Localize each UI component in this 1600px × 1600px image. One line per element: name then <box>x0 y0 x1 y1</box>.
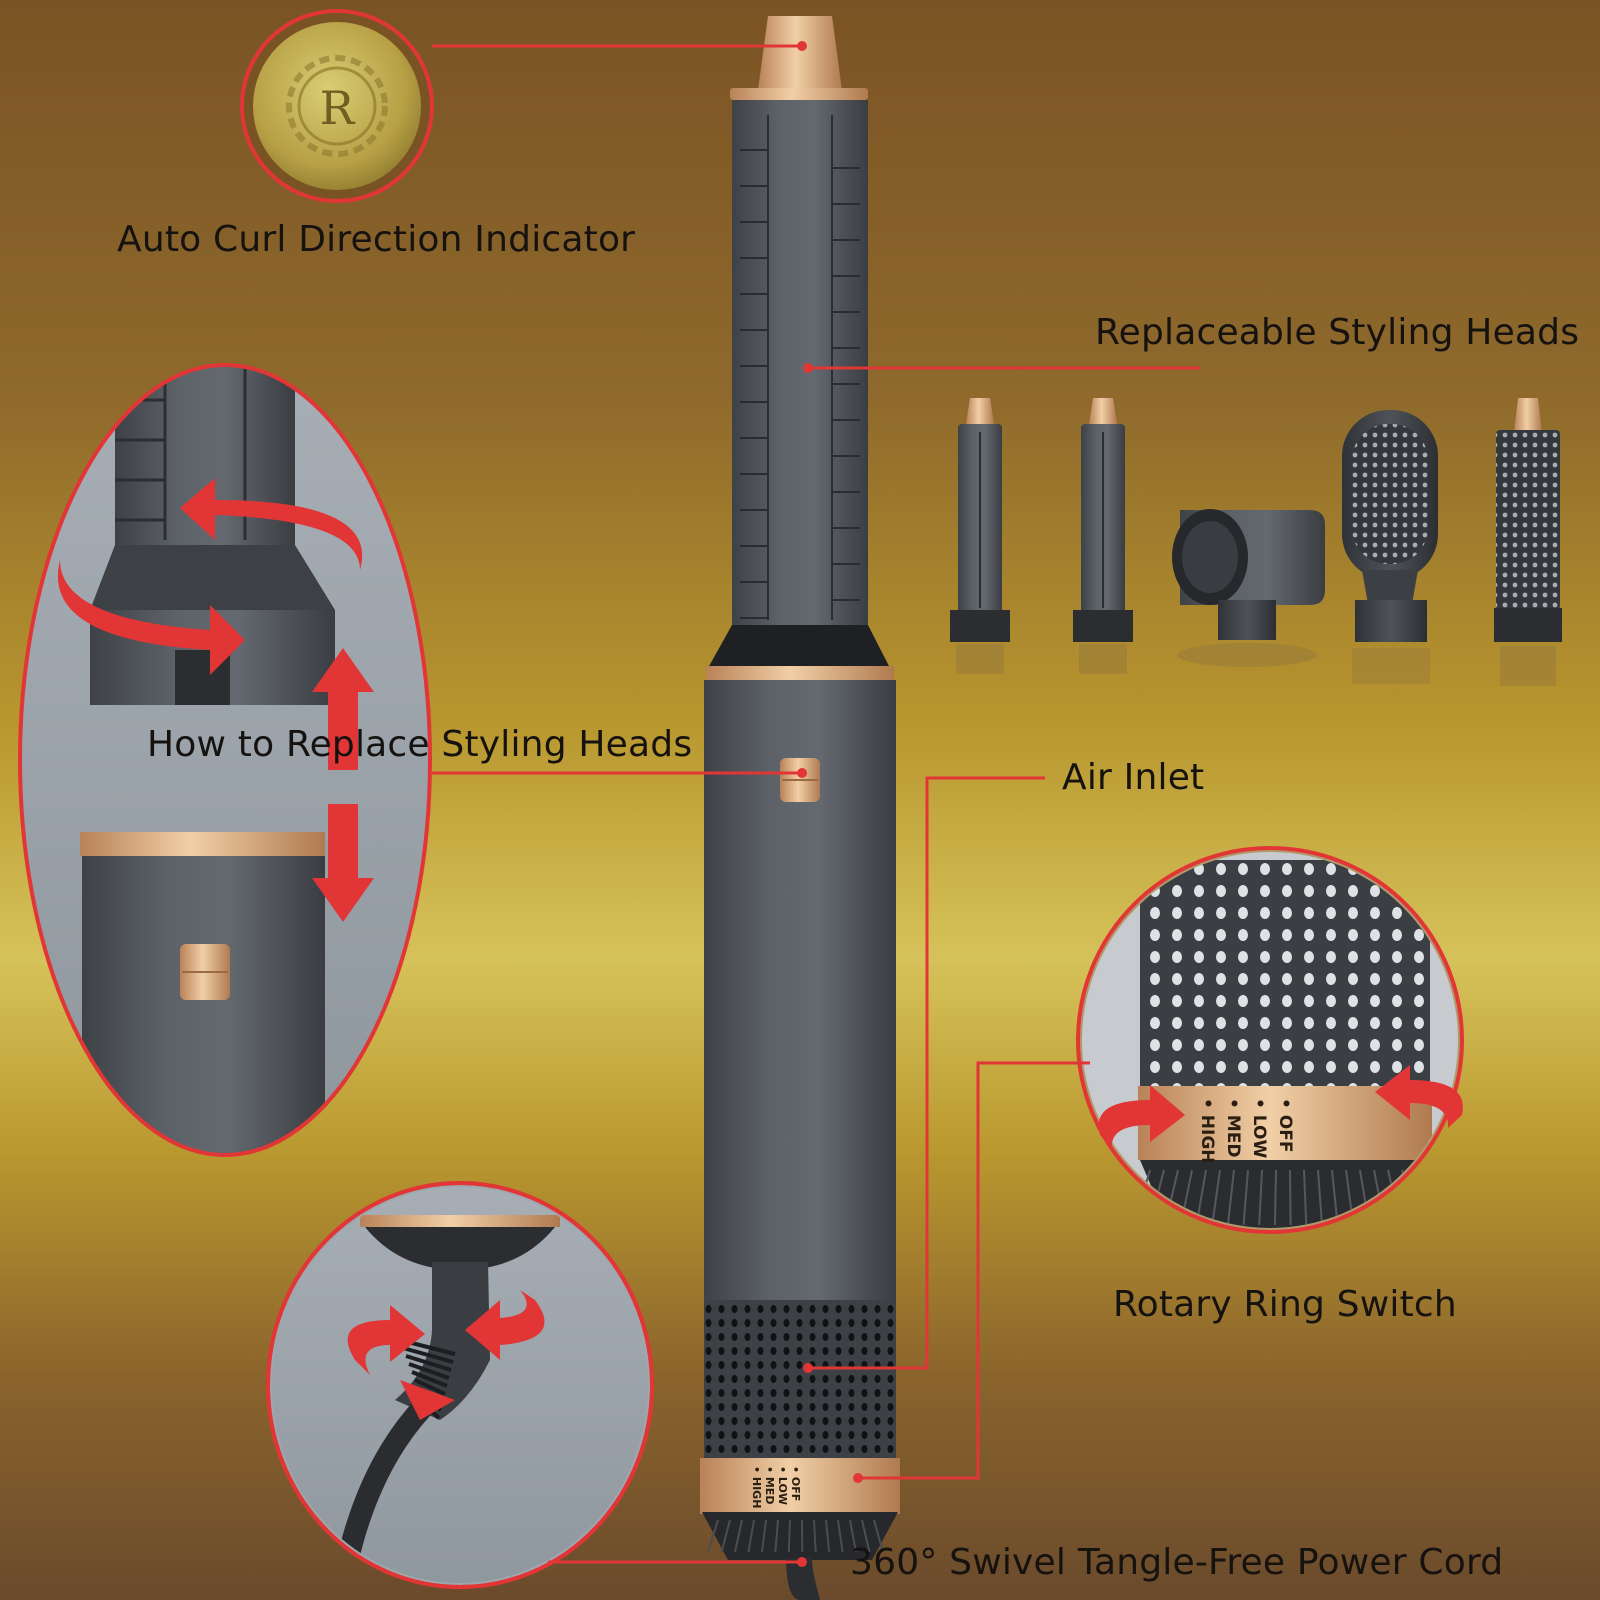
power-cord-detail <box>266 1181 807 1589</box>
rotary-ring <box>700 1458 900 1514</box>
rotate-arrow-icon <box>57 478 363 675</box>
how-to-replace-detail <box>18 363 807 1157</box>
rotate-left-arrow-icon <box>1098 1085 1185 1148</box>
attachment-curling-barrel-left <box>950 398 1010 674</box>
logo-letter: R <box>320 81 356 135</box>
ring-setting-med: • MED <box>763 1466 776 1504</box>
label-how-to-replace: How to Replace Styling Heads <box>147 724 693 765</box>
label-power-cord: 360° Swivel Tangle-Free Power Cord <box>850 1542 1504 1583</box>
big-ring-setting-med: • MED <box>1223 1098 1243 1157</box>
down-arrow-icon <box>312 804 374 922</box>
big-ring-setting-low: • LOW <box>1249 1098 1269 1158</box>
up-arrow-icon <box>312 648 374 770</box>
attachment-curling-barrel-right <box>1073 398 1133 674</box>
ring-setting-low: • LOW <box>776 1466 789 1505</box>
ring-setting-high: • HIGH <box>750 1466 763 1508</box>
big-ring-setting-off: • OFF <box>1275 1098 1295 1152</box>
attachment-paddle-brush <box>1342 410 1438 684</box>
direction-logo-coin <box>253 22 421 190</box>
styling-barrel <box>732 100 868 628</box>
big-ring-setting-high: • HIGH <box>1197 1098 1217 1164</box>
rotate-right-arrow-icon <box>1375 1065 1463 1128</box>
main-device: • OFF• LOW• MED• HIGH <box>700 16 900 1600</box>
label-air-inlet: Air Inlet <box>1062 757 1205 798</box>
swivel-arrow-icon <box>347 1290 545 1420</box>
label-auto-curl-direction: Auto Curl Direction Indicator <box>117 219 636 260</box>
air-inlet-grille <box>704 1300 896 1460</box>
auto-curl-indicator-callout <box>240 9 807 203</box>
rotary-ring-detail: • OFF • LOW • MED • HIGH <box>853 846 1464 1483</box>
attachment-concentrator-nozzle <box>1172 509 1325 667</box>
label-replaceable-heads: Replaceable Styling Heads <box>1095 312 1580 353</box>
label-rotary-ring-switch: Rotary Ring Switch <box>1113 1284 1457 1325</box>
ring-setting-off: • OFF <box>789 1466 802 1501</box>
attachment-round-brush <box>1494 398 1562 686</box>
